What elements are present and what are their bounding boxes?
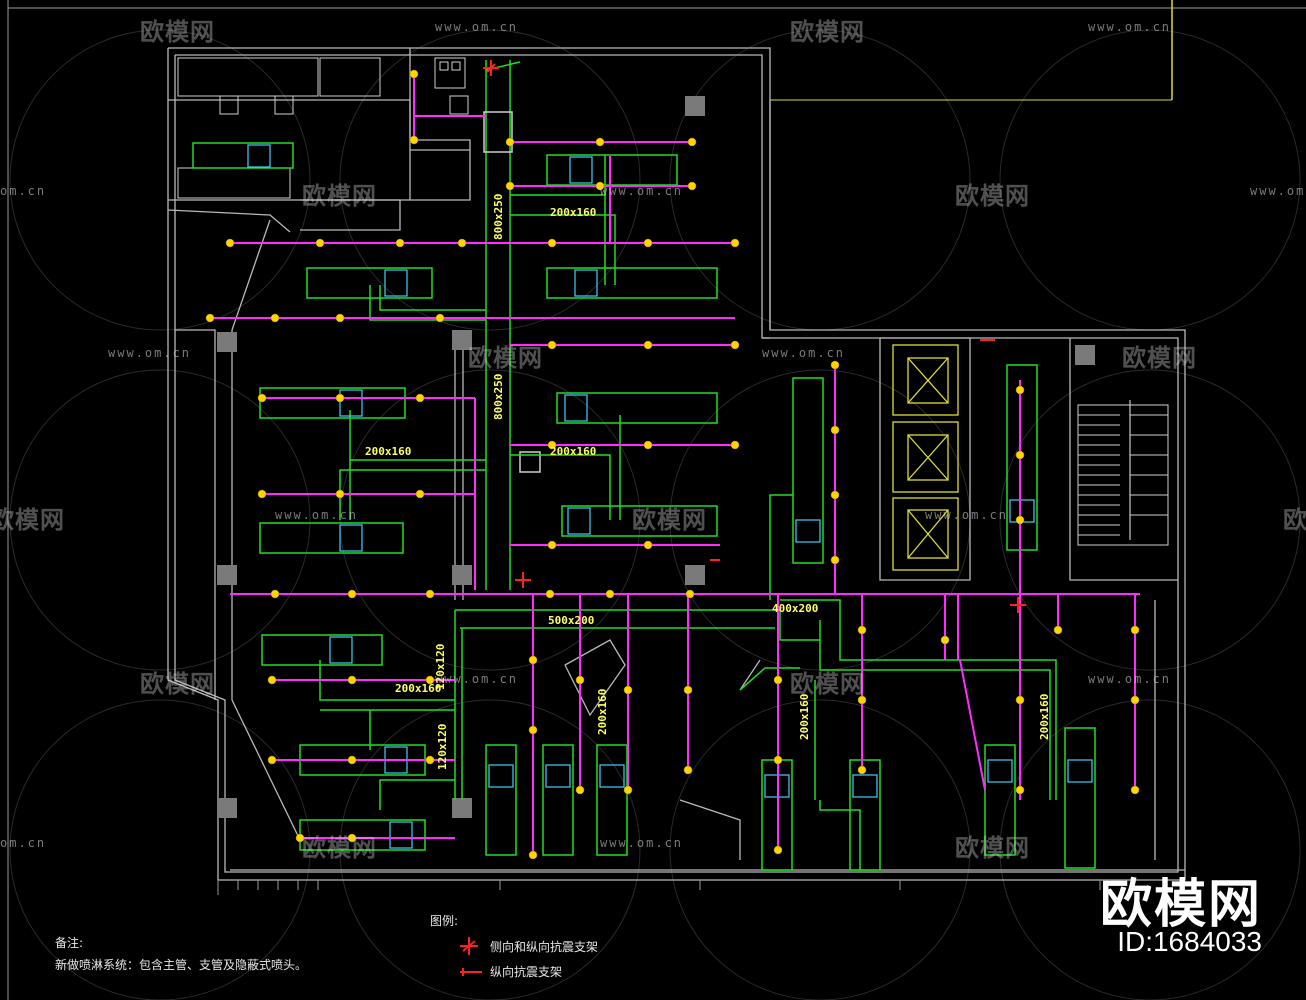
brand-logo-text: 欧模网 bbox=[1099, 875, 1262, 935]
legend-title: 图例: bbox=[430, 914, 459, 928]
single-brace-icon bbox=[460, 968, 482, 976]
watermark-brand: 欧模网 bbox=[140, 18, 215, 46]
duct-label-branch-center: 200x160 bbox=[550, 445, 597, 458]
watermark-url: www.om.cn bbox=[925, 508, 1009, 522]
structural-columns bbox=[217, 96, 1095, 818]
watermark-url: www.om.cn bbox=[1088, 672, 1172, 686]
duct-label-branch-top: 200x160 bbox=[550, 206, 597, 219]
watermark-brand: 欧模网 bbox=[0, 506, 65, 534]
stairs bbox=[1077, 404, 1169, 546]
watermark-brand: 欧模网 bbox=[140, 670, 215, 698]
watermark-brand: 欧模网 bbox=[302, 182, 377, 210]
watermark-url: www.om.cn bbox=[600, 836, 684, 850]
seismic-braces bbox=[483, 60, 1026, 613]
duct-label-left-lower-branch: 200x160 bbox=[395, 682, 442, 695]
sprinkler-heads bbox=[205, 69, 1140, 860]
watermark-url: om.cn bbox=[0, 184, 47, 198]
legend-item-single-brace: 纵向抗震支架 bbox=[490, 965, 563, 979]
duct-label-left-lower-vertical-2: 120x120 bbox=[436, 723, 449, 770]
drawing-frame bbox=[7, 0, 1306, 1000]
watermark-url: www.om.cn bbox=[435, 672, 519, 686]
watermark-brand: 欧模网 bbox=[1283, 506, 1306, 534]
watermark-brand: 欧模网 bbox=[302, 834, 377, 862]
watermark-url: www.om.cn bbox=[275, 508, 359, 522]
duct-label-main-horizontal-right: 400x200 bbox=[772, 602, 819, 615]
watermark-brand: 欧模网 bbox=[468, 344, 543, 372]
duct-label-main-horizontal: 500x200 bbox=[548, 614, 595, 627]
watermark-brand: 欧模网 bbox=[1122, 344, 1197, 372]
watermark-url: www.om.cn bbox=[1088, 20, 1172, 34]
cross-brace-icon bbox=[460, 937, 478, 955]
watermark-url: om.cn bbox=[0, 836, 47, 850]
watermark-url: www.om.cn bbox=[435, 20, 519, 34]
duct-label-main-vertical-top: 800x250 bbox=[492, 193, 505, 240]
duct-label-center-lower-vertical: 200x160 bbox=[596, 688, 609, 735]
duct-label-right-lower-vertical-1: 200x160 bbox=[798, 693, 811, 740]
building-walls bbox=[167, 47, 1186, 881]
watermark-brand: 欧模网 bbox=[790, 18, 865, 46]
watermark-brand: 欧模网 bbox=[955, 834, 1030, 862]
elevator-shafts bbox=[892, 344, 959, 571]
duct-label-branch-left-mid: 200x160 bbox=[365, 445, 412, 458]
duct-label-right-lower-vertical-2: 200x160 bbox=[1038, 693, 1051, 740]
notes-line: 新做喷淋系统：包含主管、支管及隐蔽式喷头。 bbox=[55, 958, 308, 972]
watermark-url: www.om.cn bbox=[108, 346, 192, 360]
legend-item-cross-brace: 侧向和纵向抗震支架 bbox=[490, 940, 599, 954]
watermark-url: www.om.cn bbox=[1250, 184, 1306, 198]
duct-label-main-vertical-mid: 800x250 bbox=[492, 373, 505, 420]
brand-id: ID:1684033 bbox=[1117, 926, 1262, 957]
watermark-url: www.om.cn bbox=[600, 184, 684, 198]
watermark-brand: 欧模网 bbox=[632, 506, 707, 534]
watermark-brand: 欧模网 bbox=[955, 182, 1030, 210]
watermark-url: www.om.cn bbox=[762, 346, 846, 360]
ground-hatch bbox=[217, 880, 1101, 895]
restroom-fixtures bbox=[177, 57, 469, 199]
fan-coil-units bbox=[247, 144, 1093, 849]
watermark-brand: 欧模网 bbox=[790, 670, 865, 698]
notes-title: 备注: bbox=[55, 936, 84, 950]
